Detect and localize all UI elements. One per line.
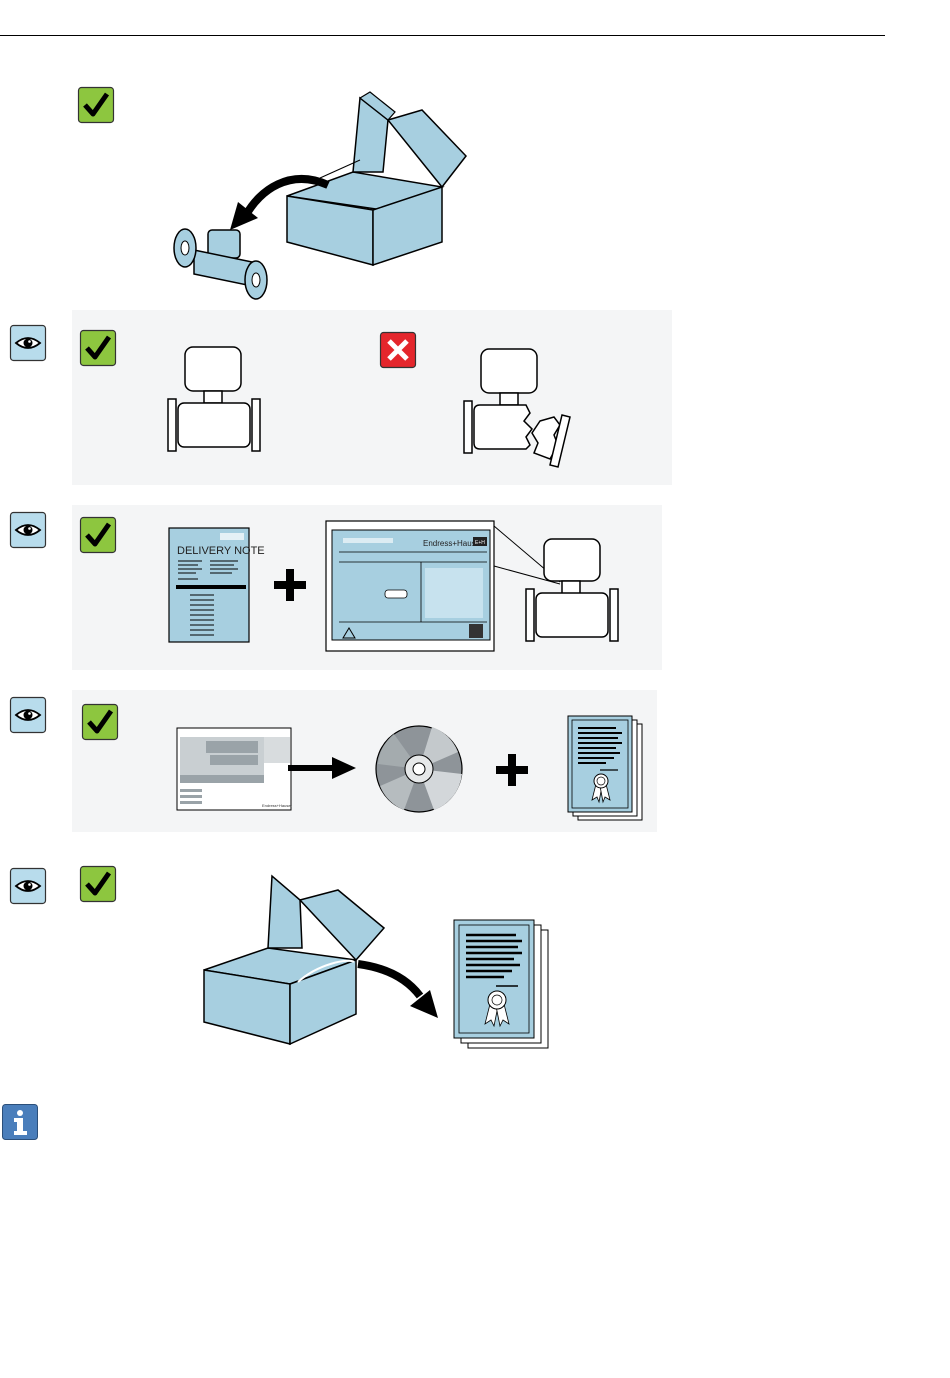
eye-icon <box>10 697 46 733</box>
damaged-device-illustration <box>462 347 582 472</box>
plus-icon <box>272 567 308 603</box>
arrow-right-icon <box>288 756 356 780</box>
cover-logo: Endress+Hauser <box>262 803 293 808</box>
cross-icon <box>380 332 416 368</box>
nameplate-badge: E+H <box>475 540 485 546</box>
unpacking-illustration <box>160 90 480 305</box>
damage-check-panel <box>72 310 672 485</box>
eye-icon <box>10 512 46 548</box>
intact-device-illustration <box>166 345 262 455</box>
eye-icon <box>10 868 46 904</box>
delivery-note-document: DELIVERY NOTE <box>168 527 252 645</box>
info-icon <box>2 1104 38 1140</box>
device-illustration <box>520 537 624 645</box>
checkmark-icon <box>80 517 116 553</box>
checkmark-icon <box>80 330 116 366</box>
checkmark-icon <box>78 87 114 123</box>
checkmark-icon <box>82 704 118 740</box>
plus-icon <box>494 752 530 788</box>
eye-icon <box>10 325 46 361</box>
nameplate-illustration: Endress+Hauser E+H <box>325 520 495 652</box>
operating-instructions-cover: Endress+Hauser <box>176 727 292 811</box>
header-rule <box>0 35 885 36</box>
delivery-note-title: DELIVERY NOTE <box>177 545 265 557</box>
certificate-icon <box>566 714 646 824</box>
certificate-icon <box>452 918 552 1053</box>
checkmark-icon <box>80 866 116 902</box>
cd-rom-icon <box>374 724 464 814</box>
certificate-in-box-illustration <box>198 872 448 1047</box>
